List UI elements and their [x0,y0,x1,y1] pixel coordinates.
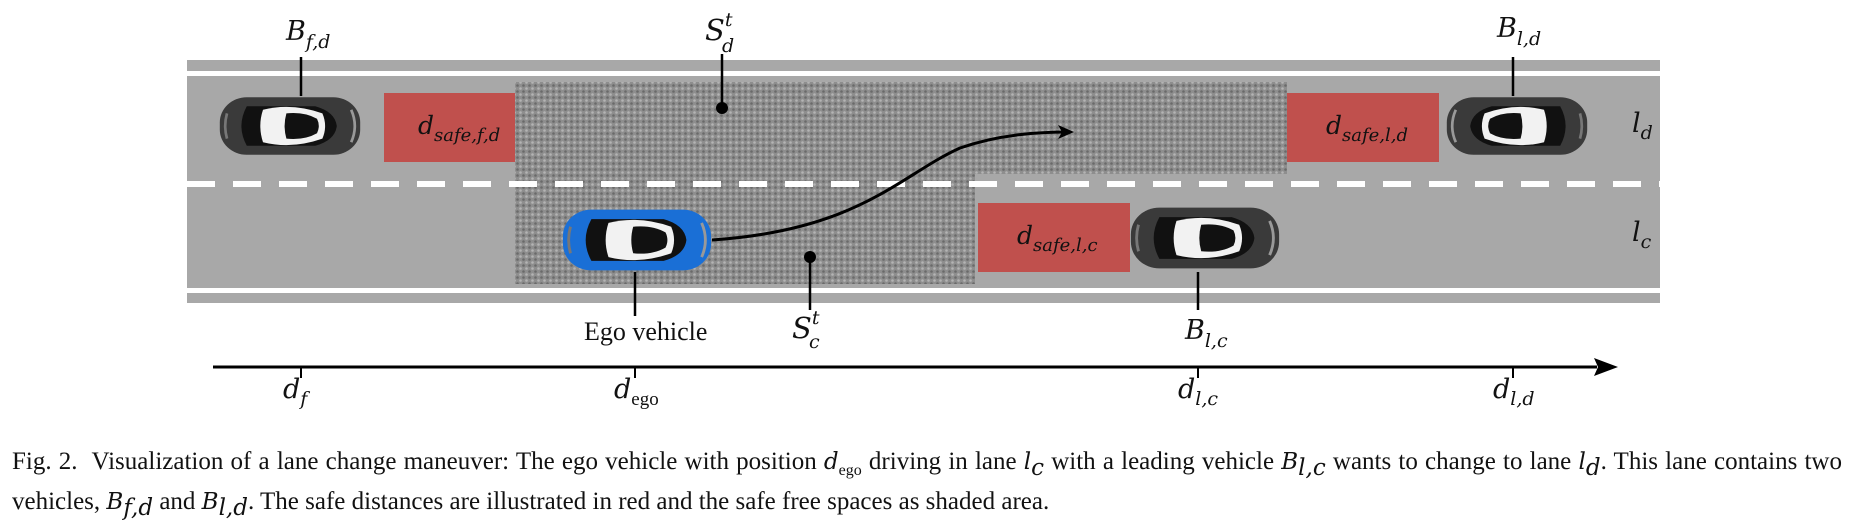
safe-distance-lc-zone [978,203,1130,272]
label-safe-fd: dsafe,f,d [418,111,500,146]
figure-caption: Fig. 2.Visualization of a lane change ma… [12,448,1842,521]
vehicle-b-lc [1129,206,1281,270]
label-safe-lc: dsafe,l,c [1017,221,1098,256]
label-b-ld: Bl,d [1496,13,1541,50]
label-b-lc: Bl,c [1184,315,1228,352]
safe-distance-fd-zone [384,93,515,162]
trajectory-arrowhead [1058,125,1074,139]
caption-label: Fig. 2. [12,448,78,475]
safe-free-space-target-lane [515,82,1287,174]
tick-label-d-f: df [283,374,310,410]
label-safe-ld: dsafe,l,d [1326,111,1408,146]
road-edge-bottom [187,288,1660,293]
label-b-fd: Bf,d [285,16,330,53]
tick-label-d-ld: dl,d [1493,374,1535,410]
label-ego-vehicle: Ego vehicle [584,317,707,346]
road-edge-top [187,71,1660,76]
axis-arrowhead [1594,358,1618,376]
safe-distance-ld-zone [1287,93,1439,162]
tick-label-d-lc: dl,c [1178,374,1218,410]
lane-change-trajectory [711,130,1071,242]
tick-label-d-ego: dego [614,374,659,410]
ego-vehicle [561,208,713,272]
label-lane-d: ld [1632,108,1653,144]
label-lane-c: lc [1632,217,1652,253]
vehicle-b-ld [1445,95,1589,157]
vehicle-b-fd [218,95,362,157]
